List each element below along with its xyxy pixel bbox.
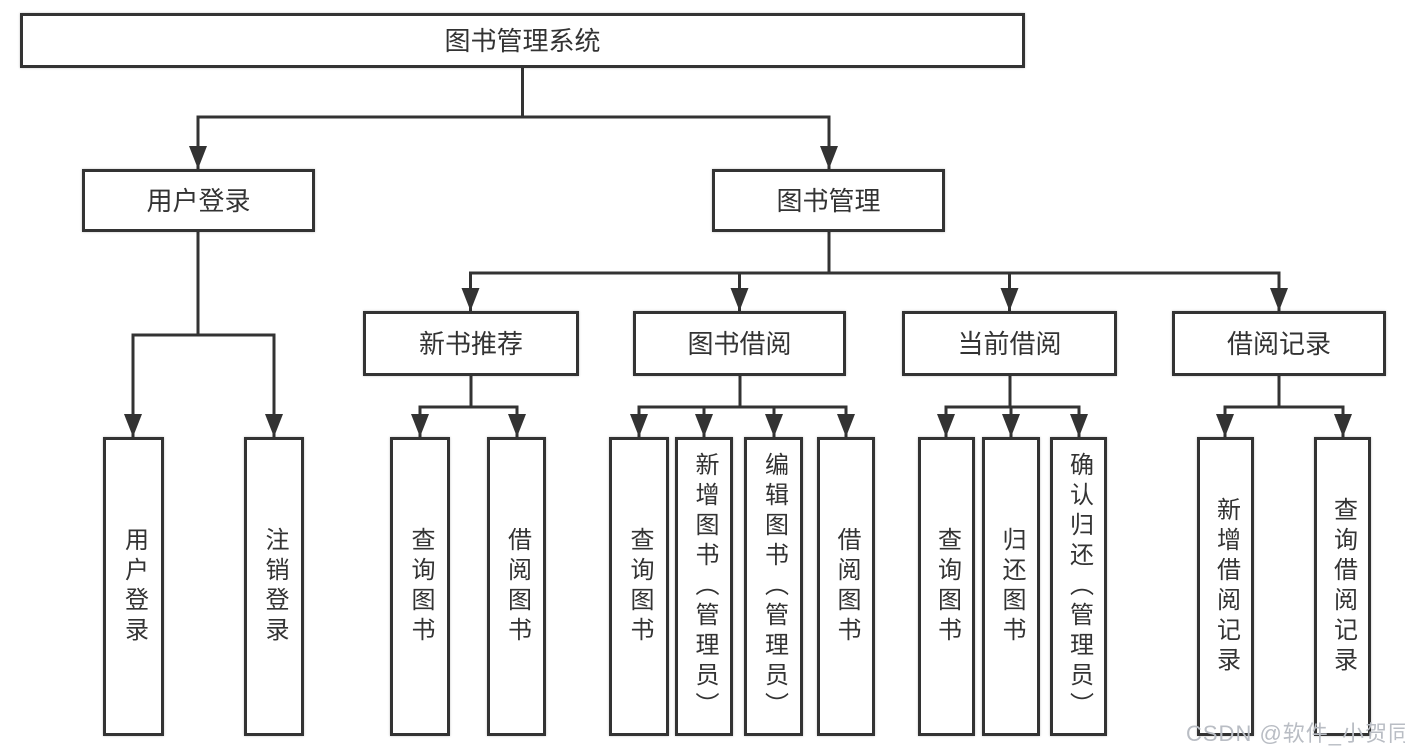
arrow-down-icon	[189, 146, 207, 169]
node-label: 用户登录	[146, 185, 251, 216]
leaf-label: 查询图书	[933, 526, 961, 647]
leaf-label: 用户登录	[120, 526, 148, 647]
leaf-label: 借阅图书	[833, 526, 860, 647]
connector-login-branch	[131, 333, 276, 437]
leaf-label: 新增图书（管理员）	[691, 451, 718, 722]
node-new-book-recommend: 新书推荐	[363, 311, 579, 376]
leaf-label: 编辑图书（管理员）	[760, 451, 788, 722]
arrow-down-icon	[411, 414, 429, 437]
arrow-down-icon	[461, 288, 480, 311]
node-label: 图书管理	[776, 185, 881, 216]
leaf-borrow-add-book-admin: 新增图书（管理员）	[675, 437, 733, 736]
node-label: 图书管理系统	[444, 25, 601, 56]
leaf-label: 确认归还（管理员）	[1065, 451, 1093, 722]
leaf-borrow-query-book: 查询图书	[609, 437, 669, 736]
node-library-management-system: 图书管理系统	[20, 13, 1025, 68]
node-borrow-records: 借阅记录	[1172, 311, 1386, 376]
connector-records-branch	[1223, 405, 1345, 437]
leaf-records-query-record: 查询借阅记录	[1314, 437, 1371, 736]
arrow-down-icon	[837, 414, 855, 437]
arrow-down-icon	[1270, 288, 1288, 311]
arrow-down-icon	[265, 414, 283, 437]
node-book-borrow: 图书借阅	[633, 311, 846, 376]
connector-root-branch	[196, 115, 831, 169]
arrow-down-icon	[1002, 414, 1020, 437]
leaf-recommend-query-book: 查询图书	[390, 437, 450, 736]
arrow-down-icon	[1334, 414, 1352, 437]
leaf-records-add-record: 新增借阅记录	[1197, 437, 1254, 736]
leaf-label: 查询图书	[407, 526, 434, 647]
leaf-label: 借阅图书	[503, 526, 531, 647]
leaf-user-login: 用户登录	[103, 437, 164, 736]
arrow-down-icon	[1000, 288, 1019, 311]
node-book-management: 图书管理	[712, 169, 945, 232]
node-user-login: 用户登录	[82, 169, 315, 232]
arrow-down-icon	[765, 414, 783, 437]
leaf-current-query-book: 查询图书	[918, 437, 975, 736]
node-label: 图书借阅	[687, 328, 792, 359]
leaf-current-confirm-return-admin: 确认归还（管理员）	[1050, 437, 1107, 736]
arrow-down-icon	[508, 414, 526, 437]
connector-mgmt-branch	[469, 271, 1281, 311]
arrow-down-icon	[937, 414, 955, 437]
leaf-recommend-borrow-book: 借阅图书	[487, 437, 546, 736]
leaf-label: 查询借阅记录	[1329, 496, 1357, 677]
connector-recommend-branch	[418, 405, 519, 437]
csdn-watermark: CSDN @软件_小贺同学	[1186, 721, 1405, 746]
leaf-label: 归还图书	[998, 526, 1025, 647]
node-label: 当前借阅	[957, 328, 1062, 359]
leaf-label: 注销登录	[261, 526, 288, 647]
arrow-down-icon	[820, 146, 838, 169]
arrow-down-icon	[630, 414, 648, 437]
leaf-logout: 注销登录	[244, 437, 304, 736]
leaf-label: 新增借阅记录	[1212, 496, 1240, 677]
arrow-down-icon	[124, 414, 142, 437]
leaf-current-return-book: 归还图书	[982, 437, 1040, 736]
leaf-borrow-edit-book-admin: 编辑图书（管理员）	[744, 437, 803, 736]
arrow-down-icon	[730, 288, 749, 311]
arrow-down-icon	[695, 414, 713, 437]
arrow-down-icon	[1070, 414, 1088, 437]
leaf-borrow-borrow-book: 借阅图书	[817, 437, 875, 736]
node-label: 新书推荐	[418, 328, 523, 359]
node-current-borrow: 当前借阅	[902, 311, 1117, 376]
node-label: 借阅记录	[1226, 328, 1331, 359]
connector-borrow-branch	[637, 405, 848, 437]
arrowheads	[124, 146, 1352, 437]
leaf-label: 查询图书	[626, 526, 653, 647]
arrow-down-icon	[1216, 414, 1234, 437]
